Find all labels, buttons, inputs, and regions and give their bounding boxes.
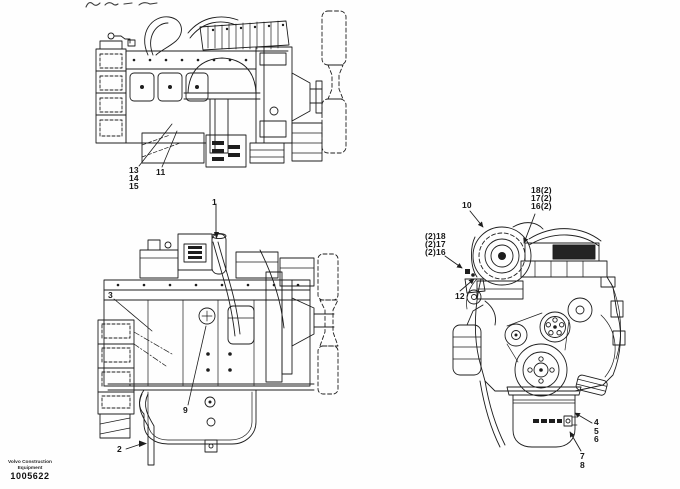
fan-hub bbox=[567, 297, 593, 323]
callout-14: 14 bbox=[129, 173, 139, 183]
leader-9 bbox=[187, 325, 207, 406]
callout-13: 13 bbox=[129, 165, 139, 175]
leader-10 bbox=[469, 210, 484, 228]
callout-16-right: 16(2) bbox=[531, 201, 552, 211]
water-pump-pulley bbox=[539, 311, 571, 343]
oil-pan bbox=[107, 383, 315, 453]
oil-pan-front bbox=[506, 386, 582, 448]
sensor-plug bbox=[107, 32, 115, 40]
air-horn bbox=[187, 57, 257, 94]
valve-covers bbox=[129, 72, 209, 102]
flywheel-housing bbox=[255, 46, 323, 144]
callout-15: 15 bbox=[129, 181, 139, 191]
leader-4-5-6 bbox=[574, 412, 593, 424]
cooler-stack bbox=[95, 40, 127, 144]
plug-item9 bbox=[198, 307, 216, 325]
alternator bbox=[452, 304, 484, 376]
callout-10: 10 bbox=[462, 200, 472, 210]
leader-arrows bbox=[444, 210, 593, 452]
callout-17-left: (2)17 bbox=[425, 239, 446, 249]
leader-16-right bbox=[523, 213, 536, 244]
callout-7: 7 bbox=[580, 451, 585, 461]
callout-9: 9 bbox=[183, 405, 188, 415]
leader-11 bbox=[161, 130, 178, 168]
drain-tube bbox=[139, 393, 155, 466]
crank-pulley bbox=[514, 343, 568, 397]
starter bbox=[575, 374, 608, 396]
leader-12 bbox=[459, 278, 475, 292]
turbocharger bbox=[471, 222, 544, 300]
callout-18-left: (2)18 bbox=[425, 231, 446, 241]
callout-11: 11 bbox=[156, 167, 166, 177]
engine-side-view-main-illustration bbox=[97, 203, 339, 466]
idler-pulley bbox=[504, 323, 528, 347]
radiator-stack bbox=[97, 319, 135, 439]
callout-5: 5 bbox=[594, 426, 599, 436]
figure-number: 1005622 bbox=[10, 471, 50, 482]
fuel-pump-group bbox=[205, 134, 247, 168]
leader-7-8 bbox=[569, 431, 582, 452]
callout-2: 2 bbox=[117, 444, 122, 454]
callout-12: 12 bbox=[455, 291, 465, 301]
intake-pipe bbox=[211, 233, 227, 275]
handwritten-mark bbox=[85, 2, 158, 8]
callout-16-left: (2)16 bbox=[425, 247, 446, 257]
brand-line-2: Equipment bbox=[17, 465, 43, 471]
fan-outline bbox=[317, 253, 339, 395]
engine-front-outline bbox=[474, 276, 621, 392]
leader-16-left bbox=[444, 255, 463, 269]
callout-6: 6 bbox=[594, 434, 599, 444]
engine-front-view-illustration bbox=[444, 210, 626, 452]
callout-1: 1 bbox=[212, 197, 217, 207]
engine-side-view-top-illustration bbox=[95, 10, 347, 168]
callout-8: 8 bbox=[580, 460, 585, 470]
leader-3 bbox=[113, 298, 153, 332]
leader-2 bbox=[125, 443, 142, 450]
brand-line-1: Volvo Construction bbox=[8, 460, 52, 465]
callout-18-right: 18(2) bbox=[531, 185, 552, 195]
leader-13 bbox=[138, 123, 173, 167]
callout-4: 4 bbox=[594, 417, 599, 427]
engine-block bbox=[103, 299, 311, 387]
callout-17-right: 17(2) bbox=[531, 193, 552, 203]
injector-rail bbox=[199, 20, 290, 51]
callout-3: 3 bbox=[108, 290, 113, 300]
fan-outline bbox=[321, 10, 347, 154]
footer-brand-block: Volvo Construction Equipment 1005622 bbox=[6, 460, 54, 481]
